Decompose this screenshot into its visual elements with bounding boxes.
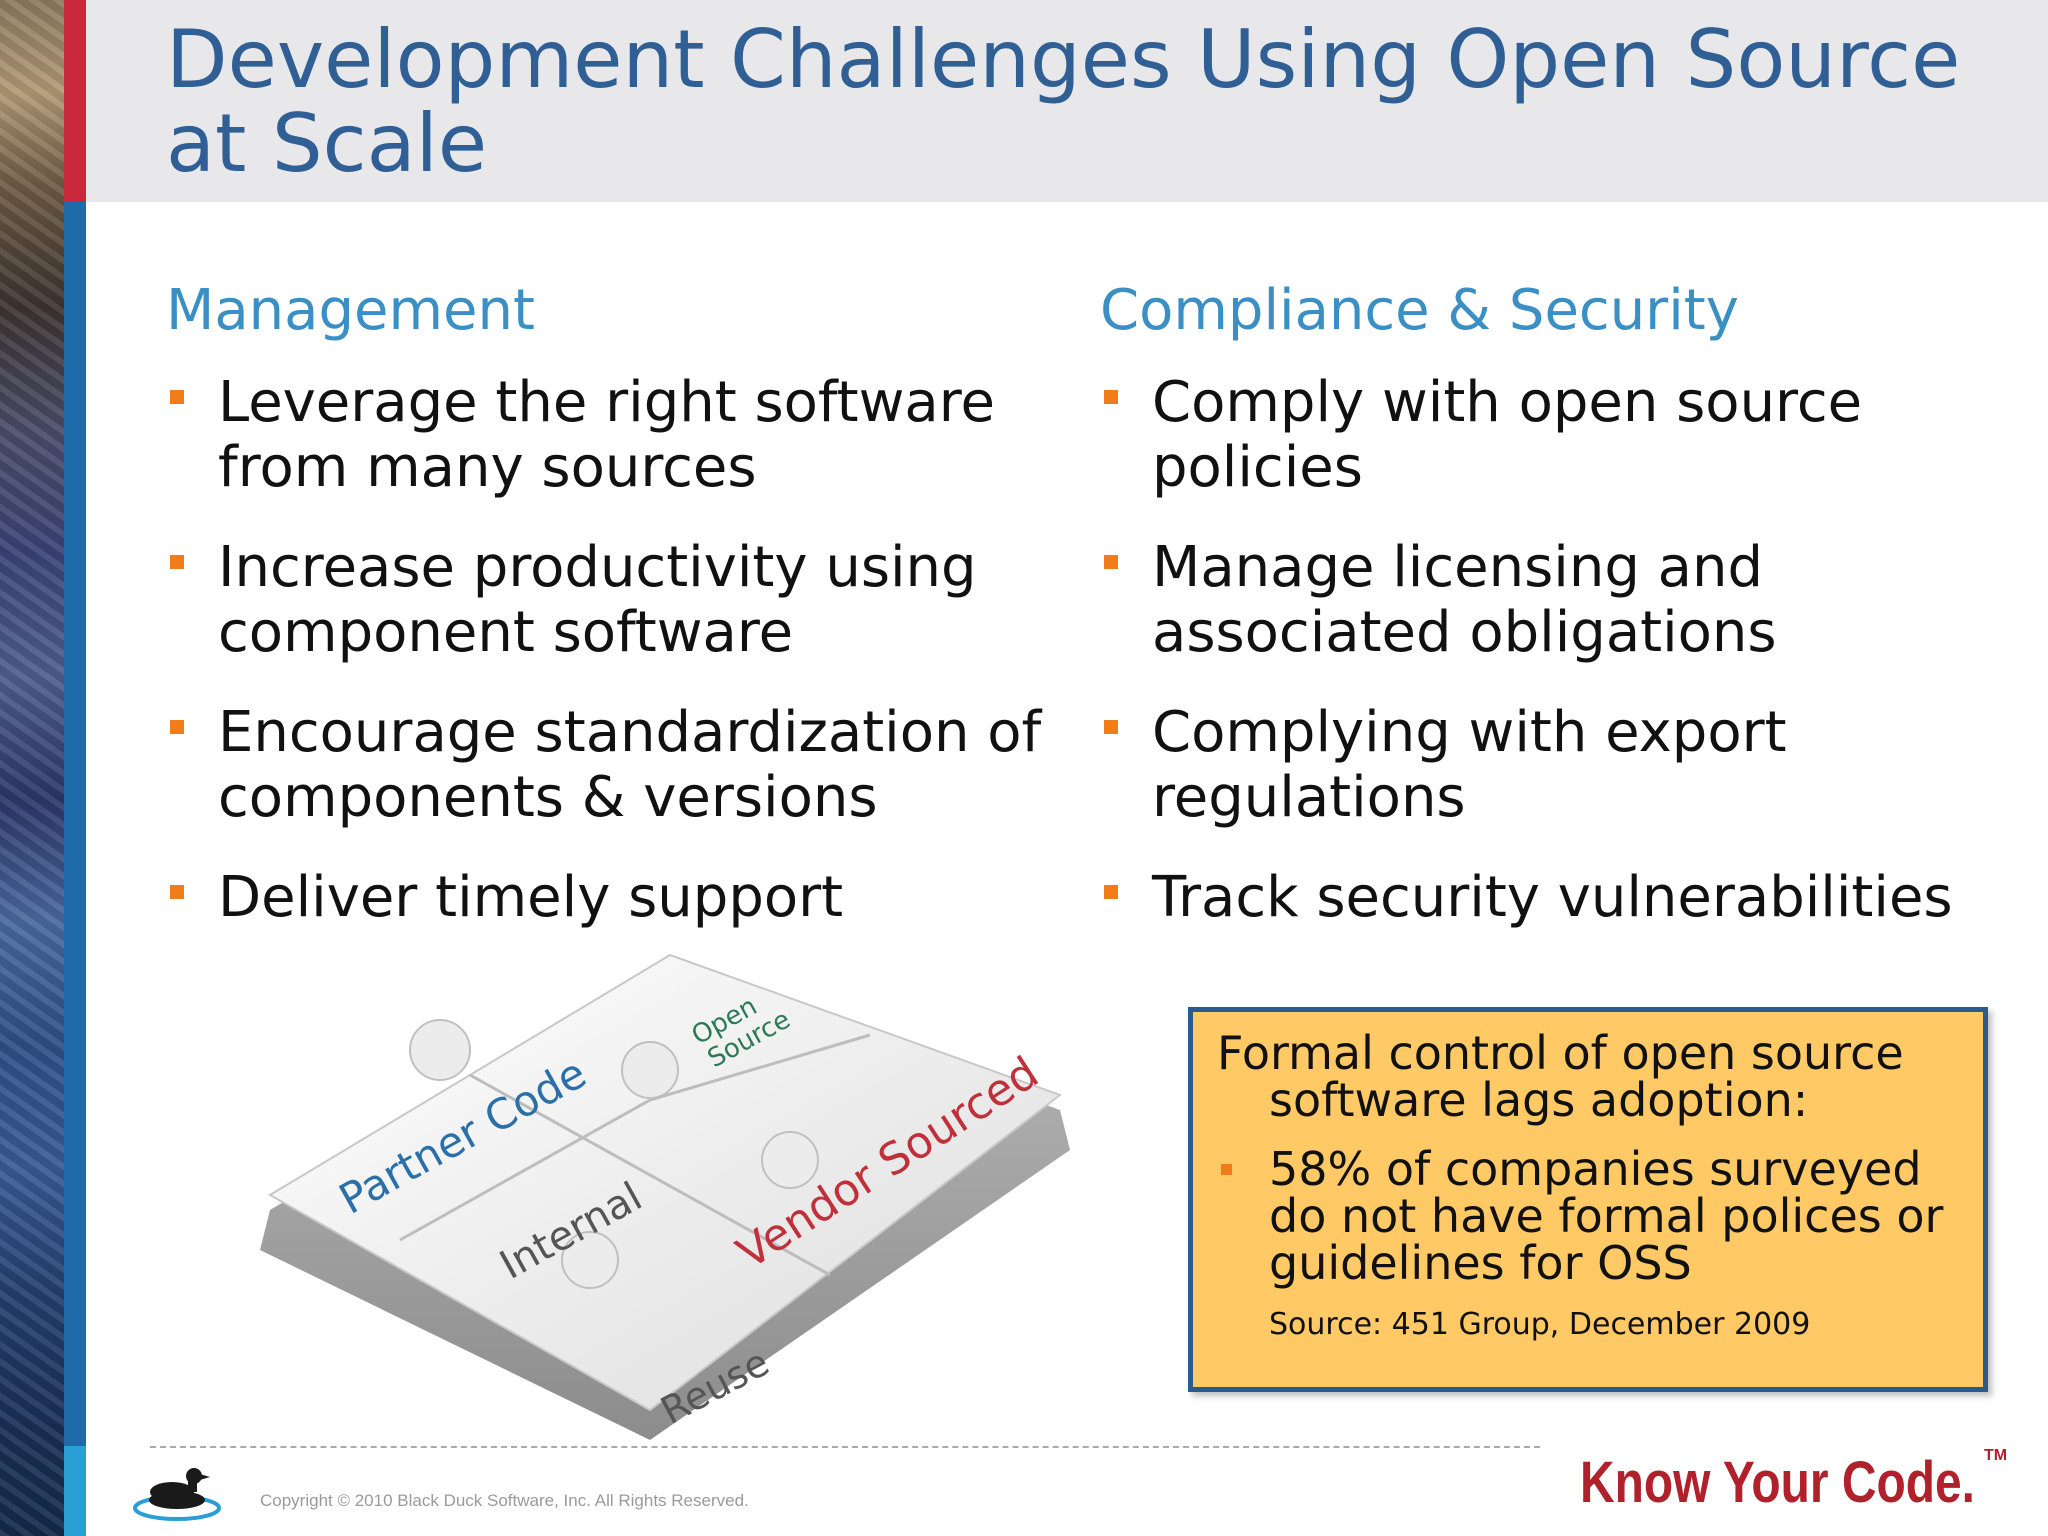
bullet-item: Deliver timely support bbox=[166, 865, 1046, 930]
slide-title: Development Challenges Using Open Source… bbox=[166, 13, 1961, 190]
bullet-marker-icon bbox=[170, 390, 184, 404]
footer-divider bbox=[150, 1446, 1540, 1448]
accent-bar-blue bbox=[64, 202, 86, 1446]
accent-bar-cyan bbox=[64, 1446, 86, 1536]
bullet-text: Complying with export regulations bbox=[1152, 700, 1787, 830]
background-photo-strip bbox=[0, 0, 64, 1536]
bullet-item: Encourage standardization of components … bbox=[166, 700, 1046, 830]
bullet-marker-icon bbox=[170, 885, 184, 899]
bullet-item: Manage licensing and associated obligati… bbox=[1100, 535, 2020, 665]
bullet-marker-icon bbox=[1104, 555, 1118, 569]
trademark-mark: TM bbox=[1984, 1447, 2007, 1464]
management-column: Management Leverage the right software f… bbox=[166, 276, 1046, 965]
bullet-marker-icon bbox=[170, 720, 184, 734]
bullet-item: Complying with export regulations bbox=[1100, 700, 2020, 830]
bullet-marker-icon bbox=[1104, 390, 1118, 404]
know-your-code-logo: Know Your Code. TM bbox=[1580, 1447, 2007, 1515]
compliance-heading: Compliance & Security bbox=[1100, 278, 1739, 343]
bullet-text: Comply with open source policies bbox=[1152, 370, 1863, 500]
bullet-item: Increase productivity using component so… bbox=[166, 535, 1046, 665]
bullet-marker-icon bbox=[1104, 720, 1118, 734]
puzzle-knob bbox=[409, 1019, 471, 1081]
management-heading: Management bbox=[166, 278, 535, 343]
bullet-item: Leverage the right software from many so… bbox=[166, 370, 1046, 500]
copyright-text: Copyright © 2010 Black Duck Software, In… bbox=[260, 1491, 749, 1510]
bullet-text: Track security vulnerabilities bbox=[1152, 865, 1953, 930]
bullet-text: Leverage the right software from many so… bbox=[218, 370, 995, 500]
puzzle-knob bbox=[561, 1231, 619, 1289]
tagline-text: Know Your Code. bbox=[1580, 1450, 1975, 1515]
callout-intro: Formal control of open source software l… bbox=[1217, 1026, 1904, 1127]
callout-bullet: 58% of companies surveyed do not have fo… bbox=[1217, 1146, 1963, 1287]
statistic-callout-box: Formal control of open source software l… bbox=[1188, 1007, 1988, 1392]
bullet-text: Manage licensing and associated obligati… bbox=[1152, 535, 1777, 665]
bullet-marker-icon bbox=[1221, 1164, 1232, 1175]
accent-bar-red bbox=[64, 0, 86, 202]
bullet-text: Deliver timely support bbox=[218, 865, 844, 930]
management-bullet-list: Leverage the right software from many so… bbox=[166, 370, 1046, 930]
title-band bbox=[86, 0, 2048, 202]
bullet-marker-icon bbox=[1104, 885, 1118, 899]
callout-bullet-text: 58% of companies surveyed do not have fo… bbox=[1269, 1142, 1944, 1290]
black-duck-logo-icon bbox=[133, 1468, 221, 1521]
bullet-item: Track security vulnerabilities bbox=[1100, 865, 2020, 930]
puzzle-illustration: Partner Code Open Source Internal Vendor… bbox=[260, 953, 1070, 1440]
compliance-bullet-list: Comply with open source policies Manage … bbox=[1100, 370, 2020, 930]
compliance-column: Compliance & Security Comply with open s… bbox=[1100, 276, 2020, 965]
callout-source: Source: 451 Group, December 2009 bbox=[1269, 1307, 1811, 1342]
puzzle-knob bbox=[621, 1041, 679, 1099]
puzzle-seams bbox=[399, 1033, 871, 1277]
bullet-marker-icon bbox=[170, 555, 184, 569]
puzzle-knob bbox=[761, 1131, 819, 1189]
bullet-text: Encourage standardization of components … bbox=[218, 700, 1042, 830]
bullet-text: Increase productivity using component so… bbox=[218, 535, 977, 665]
bullet-item: Comply with open source policies bbox=[1100, 370, 2020, 500]
